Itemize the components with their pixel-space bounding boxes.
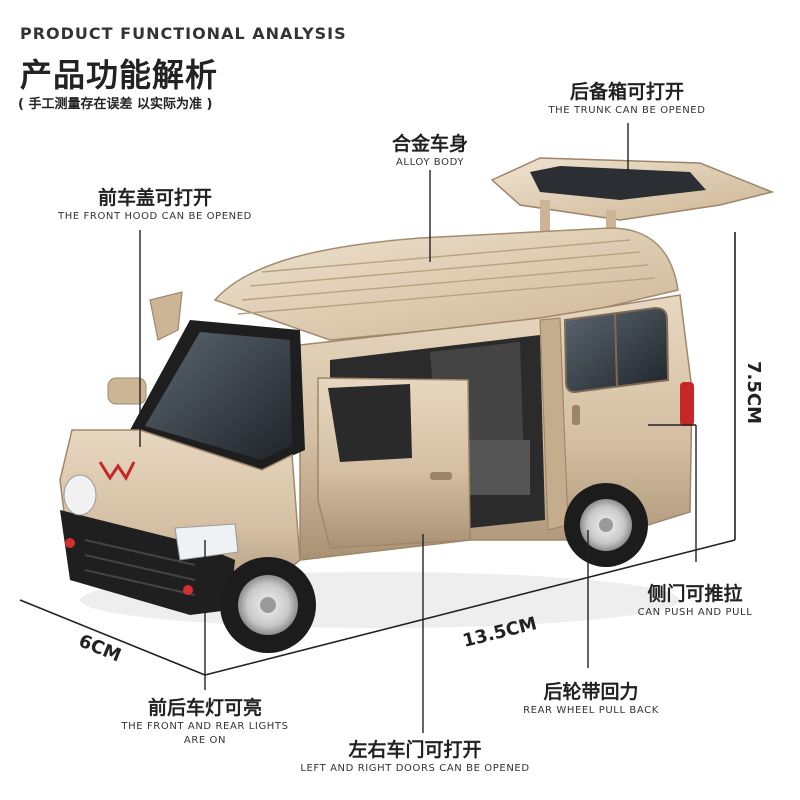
rear-wheel [564, 483, 648, 567]
feature-trunk-en: THE TRUNK CAN BE OPENED [548, 105, 706, 116]
callout-lines [139, 123, 697, 733]
feature-lights-en: THE FRONT AND REAR LIGHTS [121, 721, 289, 732]
feature-body-cn: 合金车身 [391, 133, 468, 155]
feature-doors-en: LEFT AND RIGHT DOORS CAN BE OPENED [300, 763, 530, 774]
dimension-lines [19, 232, 736, 676]
feature-trunk-cn: 后备箱可打开 [569, 81, 684, 103]
title-cn: 产品功能解析 [20, 56, 219, 94]
van-front [59, 291, 471, 615]
front-wheel [220, 557, 316, 653]
trunk-lid [490, 157, 775, 248]
dimension-height: 7.5CM [743, 360, 765, 425]
feature-side-door: 侧门可推拉 CAN PUSH AND PULL [620, 582, 770, 620]
feature-side-door-en: CAN PUSH AND PULL [637, 607, 753, 618]
title-en: PRODUCT FUNCTIONAL ANALYSIS [20, 24, 347, 43]
feature-hood-en: THE FRONT HOOD CAN BE OPENED [58, 211, 252, 222]
feature-pull-back-en: REAR WHEEL PULL BACK [523, 705, 659, 716]
feature-body: 合金车身 ALLOY BODY [350, 132, 510, 170]
feature-pull-back: 后轮带回力 REAR WHEEL PULL BACK [506, 680, 676, 718]
feature-side-door-cn: 侧门可推拉 [647, 583, 743, 605]
feature-pull-back-cn: 后轮带回力 [543, 681, 639, 703]
feature-lights-en2: ARE ON [183, 735, 227, 746]
feature-body-en: ALLOY BODY [395, 157, 465, 168]
feature-lights: 前后车灯可亮 THE FRONT AND REAR LIGHTS ARE ON [100, 696, 310, 748]
feature-hood: 前车盖可打开 THE FRONT HOOD CAN BE OPENED [40, 186, 270, 224]
feature-hood-cn: 前车盖可打开 [97, 187, 212, 209]
feature-doors: 左右车门可打开 LEFT AND RIGHT DOORS CAN BE OPEN… [280, 738, 550, 776]
measurement-note: ( 手工测量存在误差 以实际为准 ) [18, 97, 213, 112]
feature-trunk: 后备箱可打开 THE TRUNK CAN BE OPENED [532, 80, 722, 118]
feature-doors-cn: 左右车门可打开 [348, 739, 482, 761]
feature-lights-cn: 前后车灯可亮 [147, 697, 262, 719]
